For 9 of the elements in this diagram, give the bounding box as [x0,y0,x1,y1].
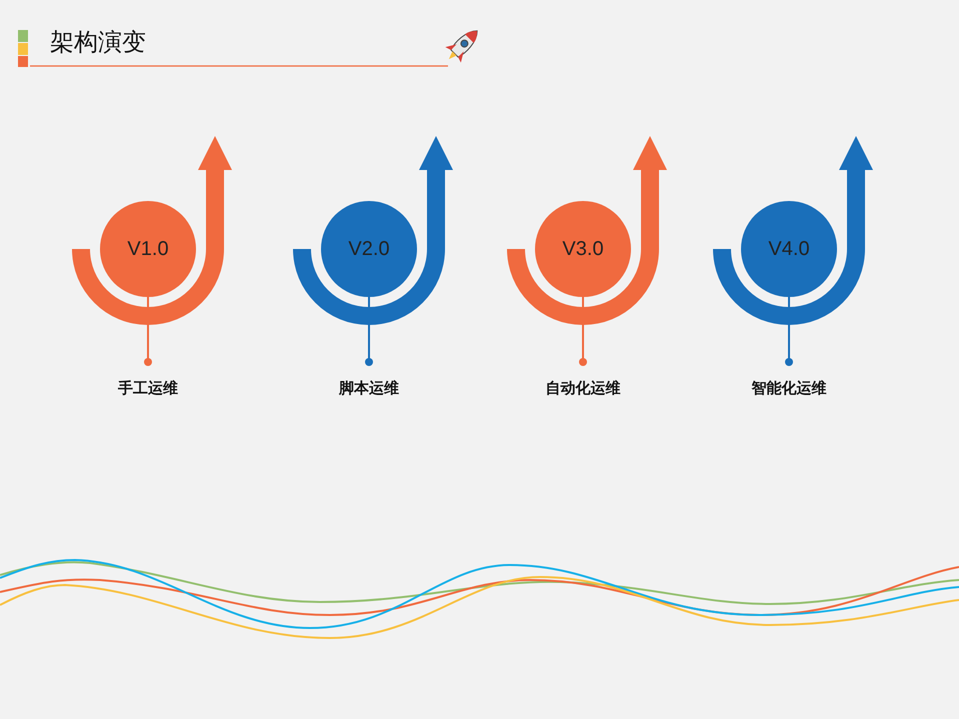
stage-label: 智能化运维 [752,379,826,398]
version-circle: V1.0 [100,201,196,297]
title: 架构演变 [50,27,146,58]
stage-label: 脚本运维 [339,379,399,398]
version-circle: V2.0 [321,201,417,297]
stage-label: 手工运维 [118,379,178,398]
version-circle: V4.0 [741,201,837,297]
version-circle: V3.0 [535,201,631,297]
stage-label: 自动化运维 [546,379,620,398]
